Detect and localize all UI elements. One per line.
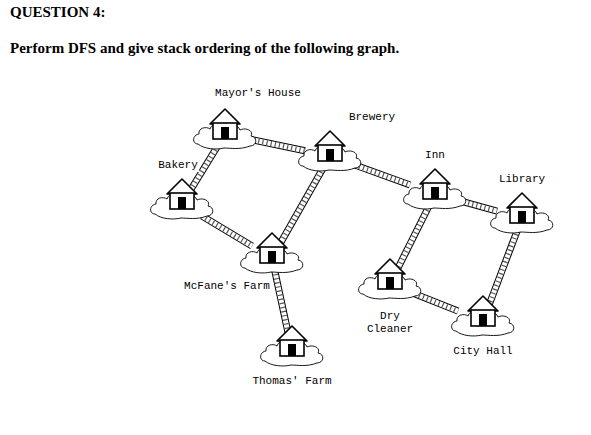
ladder-stroke (396, 206, 429, 272)
ladder-stroke (415, 294, 458, 311)
house-on-cloud (190, 104, 260, 152)
town-node: Bakery (147, 174, 217, 222)
ladder-stroke (275, 270, 290, 339)
ladder-connector (202, 216, 252, 246)
ladder-stroke (396, 206, 429, 272)
place-label: Bakery (157, 159, 199, 172)
town-node: Brewery (295, 126, 365, 174)
place-label: Thomas' Farm (251, 375, 332, 388)
ladder-stroke (250, 139, 305, 151)
place-label: Library (498, 173, 546, 186)
town-node: Dry Cleaner (355, 254, 425, 302)
ladder-stroke (250, 139, 305, 151)
town-node: Thomas' Farm (257, 321, 327, 369)
house-on-cloud (257, 321, 327, 369)
ladder-connector (396, 206, 429, 272)
ladder-stroke (279, 168, 323, 246)
ladder-stroke (275, 270, 290, 339)
place-label: City Hall (452, 345, 513, 358)
ladder-stroke (279, 168, 323, 246)
place-label: Brewery (348, 111, 396, 124)
ladder-stroke (250, 139, 305, 151)
town-node: McFane's Farm (237, 228, 307, 276)
house-on-cloud (147, 174, 217, 222)
place-label: McFane's Farm (183, 280, 271, 293)
place-label: Mayor's House (214, 87, 302, 100)
house-on-cloud (355, 254, 425, 302)
ladder-stroke (202, 216, 252, 246)
instruction-text: Perform DFS and give stack ordering of t… (10, 40, 399, 57)
ladder-connector (488, 230, 518, 309)
house-on-cloud (487, 188, 557, 236)
ladder-stroke (202, 216, 252, 246)
ladder-connector (250, 139, 305, 151)
ladder-stroke (202, 216, 252, 246)
ladder-connector (275, 270, 290, 339)
house-on-cloud (448, 291, 518, 339)
town-node: Library (487, 188, 557, 236)
ladder-stroke (275, 270, 290, 339)
ladder-connector (355, 165, 410, 185)
question-title: QUESTION 4: (10, 4, 105, 21)
ladder-stroke (415, 294, 458, 311)
house-on-cloud (400, 164, 470, 212)
ladder-stroke (415, 294, 458, 311)
ladder-stroke (279, 168, 323, 246)
town-node: Mayor's House (190, 104, 260, 152)
ladder-connector (279, 168, 323, 246)
ladder-stroke (488, 230, 518, 309)
town-node: Inn (400, 164, 470, 212)
ladder-stroke (355, 165, 410, 185)
place-label: Dry Cleaner (366, 310, 414, 336)
ladder-stroke (355, 165, 410, 185)
ladder-stroke (396, 206, 429, 272)
ladder-stroke (488, 230, 518, 309)
ladder-connector (415, 294, 458, 311)
ladder-stroke (355, 165, 410, 185)
house-on-cloud (237, 228, 307, 276)
town-node: City Hall (448, 291, 518, 339)
place-label: Inn (424, 149, 446, 162)
house-on-cloud (295, 126, 365, 174)
ladder-stroke (488, 230, 518, 309)
